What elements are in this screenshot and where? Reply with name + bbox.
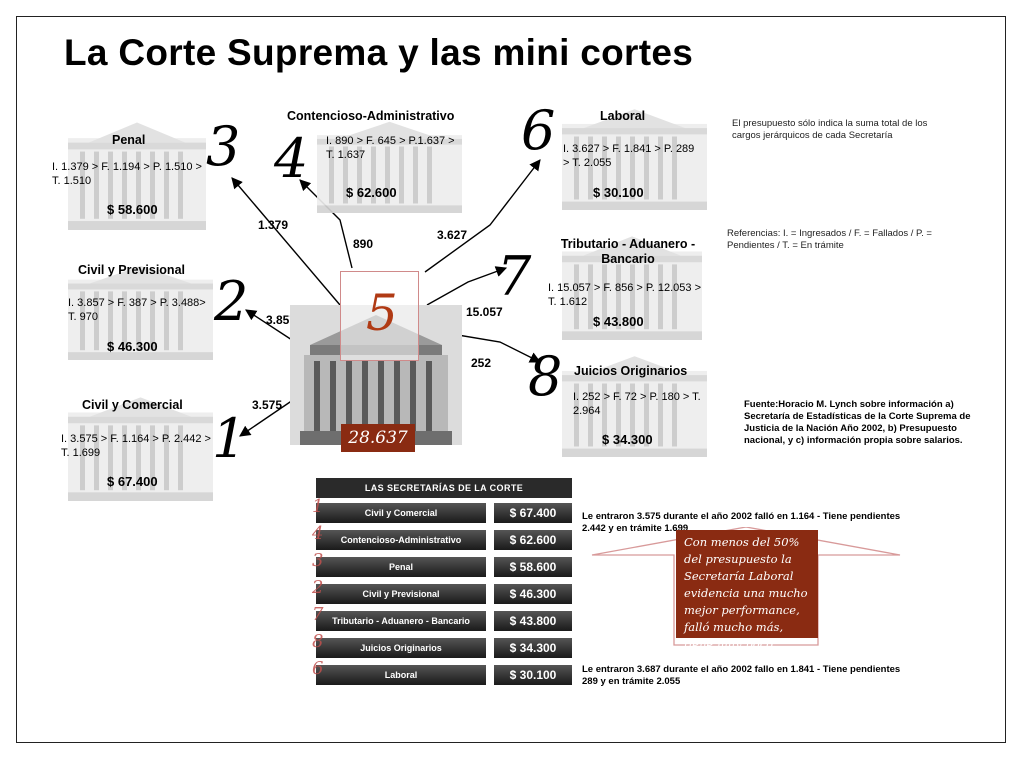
note-referencias: Referencias: I. = Ingresados / F. = Fall… — [727, 228, 932, 251]
courthouse-building-icon — [68, 122, 206, 230]
flow-value-civil-y-previsional: 3.857 — [266, 313, 297, 327]
arrow-to-laboral — [424, 159, 541, 273]
callout-box: Con menos del 50% del presupuesto la Sec… — [676, 530, 818, 668]
secretaria-name-penal: Penal — [112, 133, 146, 147]
secretarias-table-title: LAS SECRETARÍAS DE LA CORTE — [316, 478, 572, 498]
table-row-amount: $ 67.400 — [494, 503, 572, 523]
flow-value-contencioso-administrativo: 890 — [353, 237, 374, 251]
page-title: La Corte Suprema y las mini cortes — [64, 32, 694, 73]
building-photo-laboral — [562, 105, 707, 210]
arrow-to-penal — [231, 177, 341, 306]
secretaria-stats-juicios-originarios: I. 252 > F. 72 > P. 180 > T. 2.964 — [573, 391, 701, 417]
secretaria-amount-civil-y-comercial: $ 67.400 — [107, 474, 158, 489]
courthouse-building-icon — [562, 109, 707, 210]
table-row-amount: $ 46.300 — [494, 584, 572, 604]
comment-civil-comercial: Le entraron 3.575 durante el año 2002 fa… — [582, 511, 901, 534]
secretaria-number-civil-y-comercial: 1 — [212, 407, 247, 470]
secretaria-number-contencioso-administrativo: 4 — [274, 127, 309, 190]
building-photo-civil-y-previsional — [68, 262, 213, 360]
center-number: 5 — [366, 284, 398, 342]
secretaria-number-civil-y-previsional: 2 — [214, 270, 249, 333]
secretaria-name-laboral: Laboral — [600, 109, 646, 123]
secretaria-amount-civil-y-previsional: $ 46.300 — [107, 339, 158, 354]
table-row-label: Civil y Comercial — [316, 503, 486, 523]
slide-frame — [16, 16, 1006, 743]
table-row-amount: $ 62.600 — [494, 530, 572, 550]
flow-value-civil-y-comercial: 3.575 — [252, 398, 283, 412]
secretaria-number-laboral: 6 — [521, 99, 556, 162]
flow-value-tributario-aduanero-bancario: 15.057 — [466, 305, 503, 319]
table-row-amount: $ 58.600 — [494, 557, 572, 577]
courthouse-building-icon — [68, 265, 213, 360]
comment-laboral: Le entraron 3.687 durante el año 2002 fa… — [582, 664, 901, 687]
secretaria-name-civil-y-comercial: Civil y Comercial — [82, 398, 183, 412]
table-row-number: 8 — [312, 631, 324, 652]
building-photo-penal — [68, 118, 206, 230]
secretaria-number-penal: 3 — [206, 115, 241, 178]
note-fuente: Fuente:Horacio M. Lynch sobre informació… — [744, 399, 971, 446]
table-row-amount: $ 43.800 — [494, 611, 572, 631]
courthouse-building-icon — [562, 236, 702, 340]
secretaria-amount-contencioso-administrativo: $ 62.600 — [346, 185, 397, 200]
building-photo-contencioso-administrativo — [317, 118, 462, 213]
secretaria-stats-civil-y-previsional: I. 3.857 > F. 387 > P. 3.488> T. 970 — [68, 297, 206, 323]
secretaria-stats-tributario-aduanero-bancario: I. 15.057 > F. 856 > P. 12.053 > T. 1.61… — [548, 282, 702, 308]
table-row-label: Laboral — [316, 665, 486, 685]
courthouse-building-icon — [68, 397, 213, 501]
building-photo-juicios-originarios — [562, 352, 707, 457]
flow-value-juicios-originarios: 252 — [471, 356, 492, 370]
note-presupuesto: El presupuesto sólo indica la suma total… — [732, 118, 928, 141]
building-photo-civil-y-comercial — [68, 393, 213, 501]
table-row-number: 6 — [312, 658, 324, 679]
center-total: 28.637 — [341, 424, 415, 452]
table-row-label: Juicios Originarios — [316, 638, 486, 658]
table-row-label: Contencioso-Administrativo — [316, 530, 486, 550]
secretaria-name-juicios-originarios: Juicios Originarios — [574, 364, 688, 378]
table-row-number: 1 — [312, 496, 324, 517]
callout-up-arrow — [591, 527, 901, 646]
table-row-label: Penal — [316, 557, 486, 577]
secretaria-name-contencioso-administrativo: Contencioso-Administrativo — [287, 109, 455, 123]
secretaria-amount-laboral: $ 30.100 — [593, 185, 644, 200]
secretaria-stats-laboral: I. 3.627 > F. 1.841 > P. 289 > T. 2.055 — [563, 143, 695, 169]
secretaria-name-tributario-aduanero-bancario: Tributario - Aduanero - Bancario — [560, 237, 696, 266]
secretaria-amount-juicios-originarios: $ 34.300 — [602, 432, 653, 447]
table-row-amount: $ 30.100 — [494, 665, 572, 685]
secretaria-number-juicios-originarios: 8 — [528, 345, 563, 408]
table-row-number: 3 — [312, 550, 324, 571]
flow-value-penal: 1.379 — [258, 218, 289, 232]
arrow-to-contencioso — [299, 179, 353, 269]
courthouse-building-icon — [317, 121, 462, 213]
table-row-label: Civil y Previsional — [316, 584, 486, 604]
table-row-number: 7 — [312, 604, 324, 625]
building-photo-tributario-aduanero-bancario — [562, 232, 702, 340]
table-row-label: Tributario - Aduanero - Bancario — [316, 611, 486, 631]
arrow-to-tributario — [426, 266, 508, 306]
table-row-amount: $ 34.300 — [494, 638, 572, 658]
secretaria-number-tributario-aduanero-bancario: 7 — [497, 245, 532, 308]
secretaria-name-civil-y-previsional: Civil y Previsional — [78, 263, 185, 277]
secretaria-stats-penal: I. 1.379 > F. 1.194 > P. 1.510 > T. 1.51… — [52, 161, 202, 187]
table-row-number: 2 — [312, 577, 324, 598]
table-row-number: 4 — [312, 523, 324, 544]
secretaria-amount-penal: $ 58.600 — [107, 202, 158, 217]
secretaria-stats-civil-y-comercial: I. 3.575 > F. 1.164 > P. 2.442 > T. 1.69… — [61, 433, 211, 459]
center-highlight-box — [340, 271, 419, 361]
courthouse-building-icon — [562, 356, 707, 457]
flow-value-laboral: 3.627 — [437, 228, 468, 242]
secretaria-stats-contencioso-administrativo: I. 890 > F. 645 > P.1.637 > T. 1.637 — [326, 135, 455, 161]
secretaria-amount-tributario-aduanero-bancario: $ 43.800 — [593, 314, 644, 329]
